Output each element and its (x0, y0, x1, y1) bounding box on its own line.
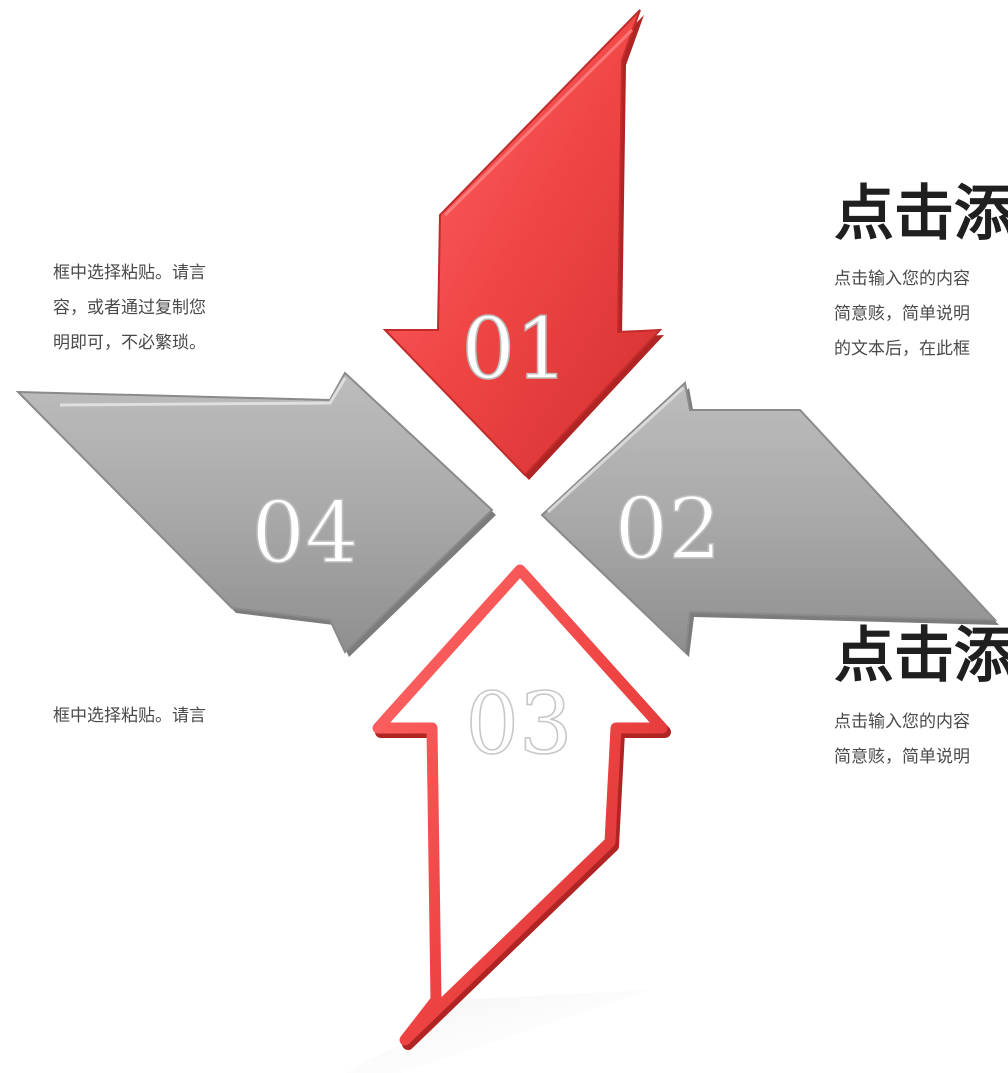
arrow-03 (372, 564, 671, 1050)
text-bottom-left-line-1: 框中选择粘贴。请言 (53, 706, 206, 726)
heading-top-right: 点击添 (834, 179, 1008, 249)
arrow-04-number: 04 (252, 484, 359, 582)
text-bottom-right: 点击输入您的内容 简意赅，简单说明 (834, 705, 970, 775)
text-top-right-line-2: 简意赅，简单说明 (834, 304, 970, 324)
arrow-03-shadow (345, 990, 650, 1073)
text-bottom-right-line-1: 点击输入您的内容 (834, 712, 970, 732)
text-bottom-left: 框中选择粘贴。请言 (53, 699, 206, 734)
heading-bottom-right: 点击添 (834, 621, 1008, 691)
text-top-right-line-1: 点击输入您的内容 (834, 269, 970, 289)
arrow-01 (382, 9, 664, 480)
text-top-left: 框中选择粘贴。请言 容，或者通过复制您 明即可，不必繁琐。 (53, 256, 206, 361)
text-top-left-line-3: 明即可，不必繁琐。 (53, 333, 206, 353)
text-top-right: 点击输入您的内容 简意赅，简单说明 的文本后，在此框 (834, 262, 970, 367)
arrow-02-number: 02 (615, 480, 722, 578)
text-top-left-line-1: 框中选择粘贴。请言 (53, 263, 206, 283)
text-top-left-line-2: 容，或者通过复制您 (53, 298, 206, 318)
arrow-04 (15, 371, 496, 657)
arrow-02 (540, 381, 999, 657)
text-top-right-line-3: 的文本后，在此框 (834, 339, 970, 359)
arrow-03-number: 03 (466, 675, 573, 773)
text-bottom-right-line-2: 简意赅，简单说明 (834, 747, 970, 767)
arrow-01-number: 01 (462, 300, 569, 398)
